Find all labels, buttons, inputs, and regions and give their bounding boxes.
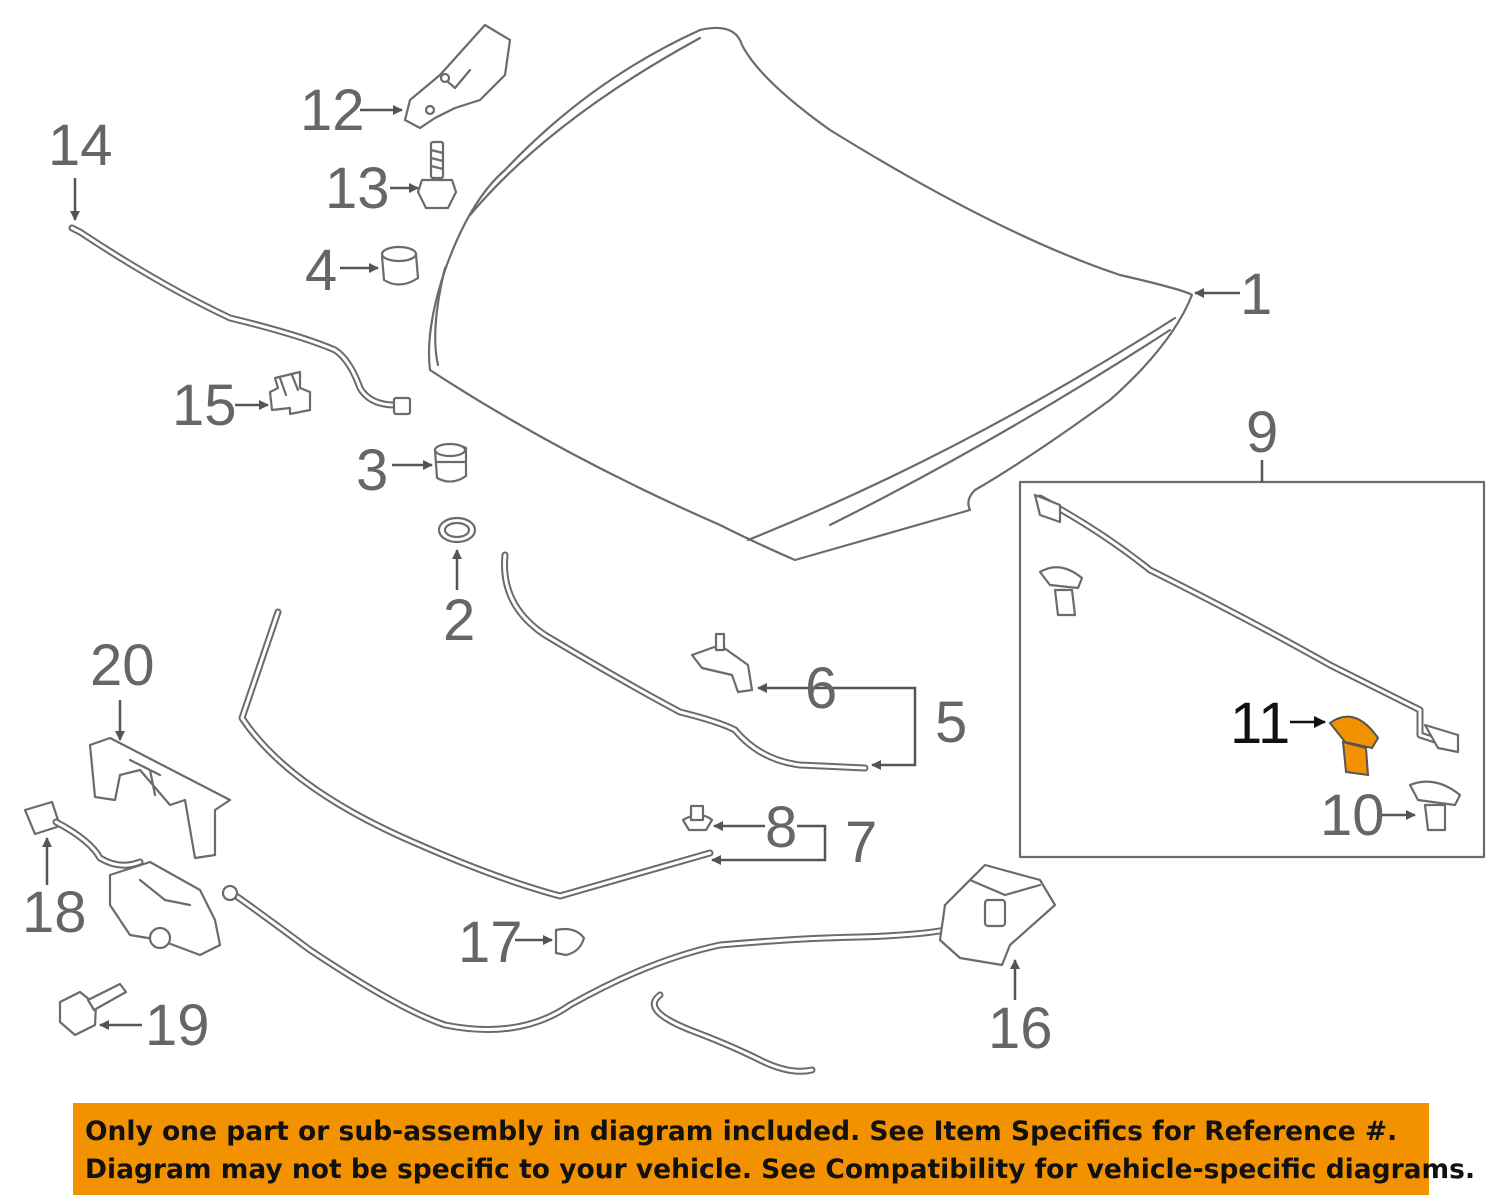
callout-5: 5 [935, 690, 967, 755]
bumper-4 [380, 245, 420, 286]
callout-15: 15 [172, 373, 237, 438]
hood-panel [427, 26, 1194, 562]
weatherstrip-7-clip [681, 804, 714, 832]
callout-6: 6 [805, 656, 837, 721]
cable-retainer [554, 927, 586, 957]
leader-lines [42, 105, 1416, 1030]
weatherstrip-5 [501, 551, 869, 772]
callout-3: 3 [356, 438, 388, 503]
callout-labels: 1 2 3 4 5 6 7 8 9 10 11 12 13 14 15 16 1… [22, 78, 1385, 1061]
callout-4: 4 [305, 238, 337, 303]
cable-clip [268, 370, 312, 416]
hood-latch [108, 860, 222, 957]
disclaimer-line-2: Diagram may not be specific to your vehi… [85, 1154, 1476, 1185]
weatherstrip-kit-box [1018, 480, 1486, 859]
callout-12: 12 [300, 78, 365, 143]
disclaimer-banner: Only one part or sub-assembly in diagram… [73, 1103, 1476, 1195]
hood-parts-diagram: 1 2 3 4 5 6 7 8 9 10 11 12 13 14 15 16 1… [22, 23, 1486, 1075]
callout-7: 7 [845, 810, 877, 875]
callout-8: 8 [765, 795, 797, 860]
callout-10: 10 [1320, 783, 1385, 848]
callout-1: 1 [1240, 262, 1272, 327]
callout-11: 11 [1230, 691, 1290, 756]
release-cable [68, 224, 412, 416]
callout-14: 14 [48, 113, 113, 178]
callout-20: 20 [90, 633, 155, 698]
callout-17: 17 [458, 910, 523, 975]
highlighted-clip-11 [1328, 715, 1380, 777]
hinge [403, 23, 512, 130]
weatherstrip-7 [238, 608, 714, 900]
callout-16: 16 [988, 996, 1053, 1061]
callout-18: 18 [22, 880, 87, 945]
bumper-3 [433, 442, 468, 483]
grommet [437, 516, 477, 544]
lock-support-bracket [88, 736, 232, 860]
callout-2: 2 [443, 588, 475, 653]
callout-9: 9 [1246, 400, 1278, 465]
callout-13: 13 [325, 156, 390, 221]
release-handle-cable [221, 863, 1057, 1075]
disclaimer-line-1: Only one part or sub-assembly in diagram… [85, 1116, 1398, 1147]
hinge-bolt [416, 140, 458, 210]
latch-bolt [58, 982, 128, 1037]
hood-switch [23, 800, 144, 869]
weatherstrip-clip [690, 632, 754, 694]
callout-19: 19 [145, 993, 210, 1058]
